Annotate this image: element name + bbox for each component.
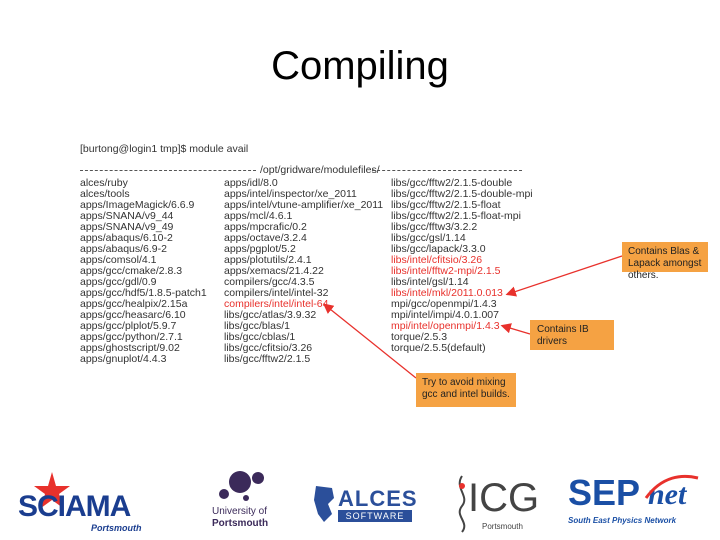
module-entry: libs/gcc/fftw2/2.1.5-double-mpi: [391, 188, 533, 200]
module-entry: apps/gcc/heasarc/6.10: [80, 309, 186, 321]
sciama-wordmark: SCIAMA: [18, 490, 131, 523]
modulefiles-separator: /opt/gridware/modulefiles/: [80, 164, 530, 176]
module-entry: alces/ruby: [80, 177, 128, 189]
module-entry: libs/intel/fftw2-mpi/2.1.5: [391, 265, 501, 277]
sepnet-swoosh-icon: [644, 474, 699, 499]
sepnet-wordmark: SEP: [568, 472, 641, 513]
module-entry: mpi/gcc/openmpi/1.4.3: [391, 298, 497, 310]
module-entry: apps/abaqus/6.9-2: [80, 243, 167, 255]
sepnet-suffix: net: [648, 478, 687, 511]
module-entry: apps/octave/3.2.4: [224, 232, 307, 244]
callout-avoid-mixing: Try to avoid mixing gcc and intel builds…: [416, 373, 516, 407]
module-entry: apps/ghostscript/9.02: [80, 342, 180, 354]
uop-dots-icon: [219, 471, 264, 501]
module-entry: apps/xemacs/21.4.22: [224, 265, 324, 277]
module-entry: libs/gcc/fftw2/2.1.5-float-mpi: [391, 210, 521, 222]
callout-blas-lapack: Contains Blas & Lapack amongst others.: [622, 242, 708, 281]
module-entry: libs/intel/cfitsio/3.26: [391, 254, 483, 266]
sciama-star-icon: [34, 472, 70, 508]
uop-line2: Portsmouth: [212, 518, 269, 529]
sepnet-logo: SEP net South East Physics Network: [568, 472, 708, 532]
modulefiles-path: /opt/gridware/modulefiles/: [260, 164, 380, 176]
module-entry: libs/gcc/cfitsio/3.26: [224, 342, 313, 354]
module-entry: apps/plotutils/2.4.1: [224, 254, 312, 266]
module-entry: apps/SNANA/v9_49: [80, 221, 174, 233]
sciama-subtitle: Portsmouth: [91, 523, 142, 533]
module-entry: libs/gcc/lapack/3.3.0: [391, 243, 486, 255]
module-entry: apps/gcc/gdl/0.9: [80, 276, 157, 288]
sciama-logo: SCIAMA Portsmouth: [18, 468, 158, 533]
module-entry: libs/intel/mkl/2011.0.013: [391, 287, 503, 299]
module-entry: apps/gcc/python/2.7.1: [80, 331, 183, 343]
icg-subtitle: Portsmouth: [482, 522, 523, 531]
module-entry: libs/gcc/fftw3/3.2.2: [391, 221, 478, 233]
module-entry: libs/gcc/gsl/1.14: [391, 232, 466, 244]
university-of-portsmouth-logo: University of Portsmouth: [208, 470, 288, 534]
logo-strip: SCIAMA Portsmouth University of Portsmou…: [0, 460, 720, 540]
icg-spiral-icon: [458, 475, 466, 533]
slide-title: Compiling: [271, 44, 449, 88]
module-entry: compilers/intel/intel-32: [224, 287, 329, 299]
module-entry: apps/idl/8.0: [224, 177, 278, 189]
module-entry: apps/comsol/4.1: [80, 254, 157, 266]
icg-logo: ICG Portsmouth: [452, 470, 542, 533]
module-entry: compilers/intel/intel-64: [224, 298, 329, 310]
module-entry: torque/2.5.3: [391, 331, 448, 343]
module-entry: libs/gcc/fftw2/2.1.5: [224, 353, 311, 365]
module-entry: apps/gcc/plplot/5.9.7: [80, 320, 177, 332]
separator-dashes-right: [372, 170, 522, 171]
module-entry: apps/abaqus/6.10-2: [80, 232, 173, 244]
alces-software-logo: ALCES SOFTWARE: [312, 484, 417, 530]
uop-line1: University of: [212, 506, 268, 517]
module-entry: mpi/intel/openmpi/1.4.3: [391, 320, 500, 332]
alces-map-icon: [314, 486, 334, 522]
module-entry: apps/intel/inspector/xe_2011: [224, 188, 357, 200]
icg-wordmark: ICG: [468, 476, 540, 520]
module-entry: libs/gcc/fftw2/2.1.5-double: [391, 177, 513, 189]
module-entry: apps/mcl/4.6.1: [224, 210, 293, 222]
module-entry: apps/gnuplot/4.4.3: [80, 353, 167, 365]
module-entry: apps/gcc/healpix/2.15a: [80, 298, 188, 310]
module-entry: torque/2.5.5(default): [391, 342, 486, 354]
callout-ib-drivers: Contains IB drivers: [530, 320, 614, 350]
alces-wordmark: ALCES: [338, 486, 418, 511]
module-entry: mpi/intel/impi/4.0.1.007: [391, 309, 499, 321]
module-entry: apps/intel/vtune-amplifier/xe_2011: [224, 199, 384, 211]
module-entry: apps/ImageMagick/6.6.9: [80, 199, 195, 211]
terminal-prompt: [burtong@login1 tmp]$ module avail: [80, 143, 249, 155]
terminal-screenshot: [burtong@login1 tmp]$ module avail /opt/…: [80, 140, 533, 370]
module-entry: libs/gcc/atlas/3.9.32: [224, 309, 317, 321]
module-entry: apps/gcc/hdf5/1.8.5-patch1: [80, 287, 207, 299]
module-entry: compilers/gcc/4.3.5: [224, 276, 315, 288]
module-entry: apps/SNANA/v9_44: [80, 210, 174, 222]
separator-dashes-left: [80, 170, 256, 171]
module-entry: libs/gcc/blas/1: [224, 320, 290, 332]
module-entry: libs/gcc/fftw2/2.1.5-float: [391, 199, 501, 211]
module-entry: apps/pgplot/5.2: [224, 243, 296, 255]
alces-subtitle: SOFTWARE: [338, 510, 412, 522]
module-entry: alces/tools: [80, 188, 130, 200]
module-entry: libs/gcc/cblas/1: [224, 331, 296, 343]
module-entry: libs/intel/gsl/1.14: [391, 276, 469, 288]
module-entry: apps/mpcrafic/0.2: [224, 221, 307, 233]
module-entry: apps/gcc/cmake/2.8.3: [80, 265, 183, 277]
sepnet-subtitle: South East Physics Network: [568, 516, 677, 525]
